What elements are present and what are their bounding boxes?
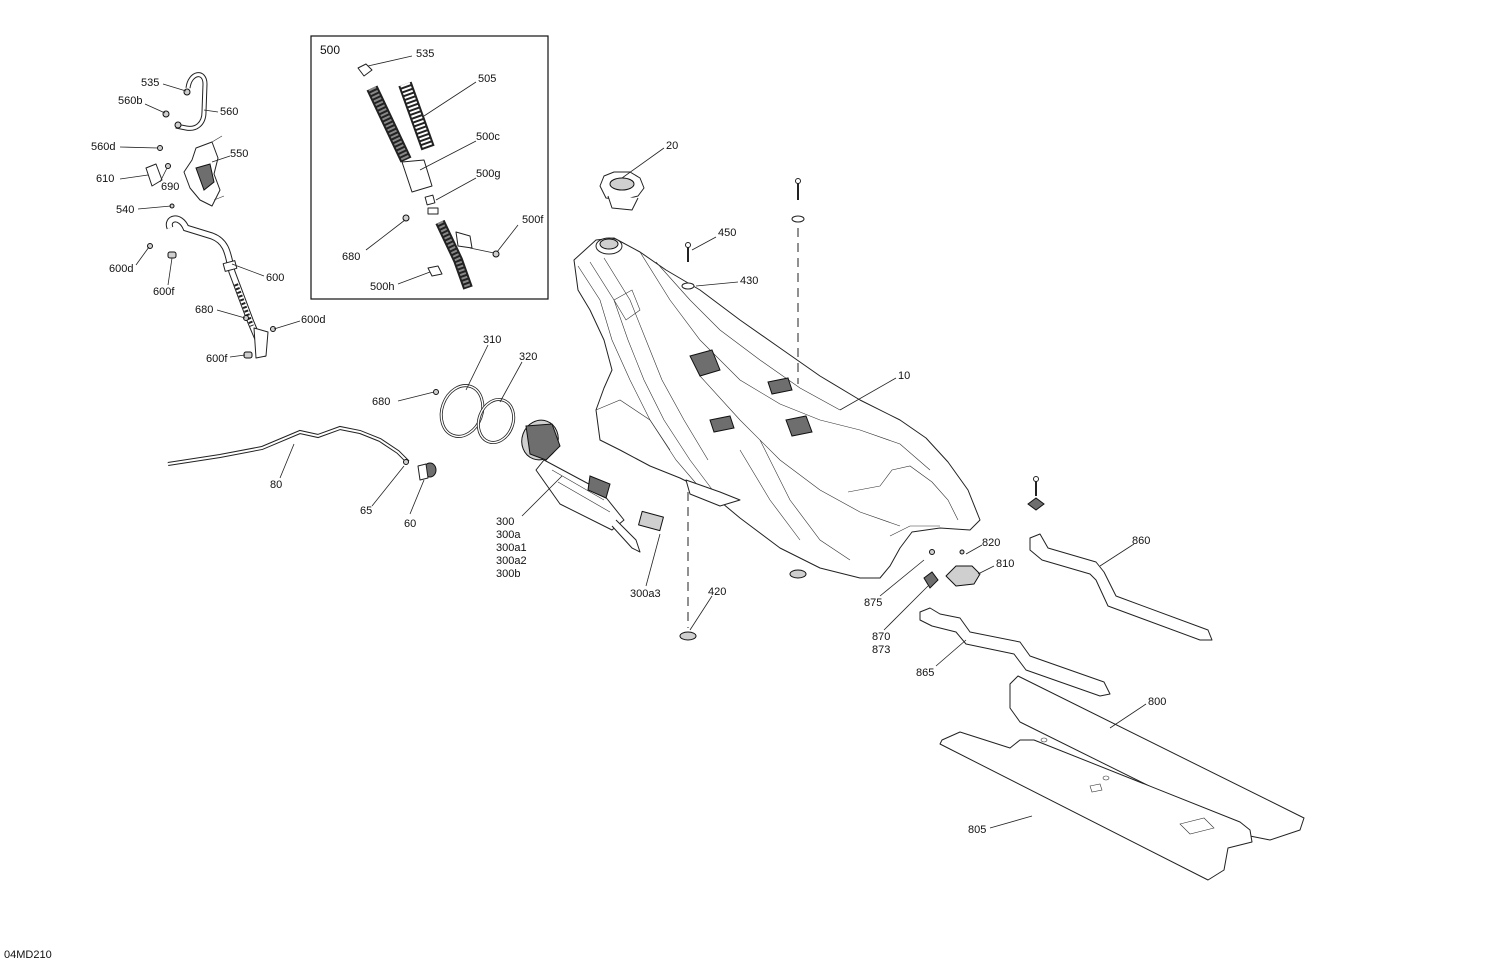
fuel-line-80 — [167, 425, 410, 466]
callout-300a1: 300a1 — [496, 542, 527, 554]
vent-leaders — [119, 83, 301, 358]
callout-300: 300 — [496, 516, 514, 528]
callout-65: 65 — [360, 505, 372, 517]
screw-680-inset — [402, 214, 410, 222]
callout-860: 860 — [1132, 535, 1150, 547]
callout-310: 310 — [483, 334, 501, 346]
strap-865 — [919, 607, 1111, 697]
screw-820 — [959, 549, 965, 555]
callout-810: 810 — [996, 558, 1014, 570]
clamp-500f — [492, 250, 500, 258]
fuel-tank-10 — [573, 237, 981, 579]
callout-870: 870 — [872, 631, 890, 643]
seal-320 — [476, 398, 516, 444]
fastener-450 — [681, 242, 695, 290]
clamp-65 — [403, 459, 409, 465]
callout-500h: 500h — [370, 281, 394, 293]
vent-callouts: 535 560b 560 560d 550 610 690 540 600d 6… — [91, 77, 325, 365]
nut-535 — [357, 63, 373, 77]
callout-540: 540 — [116, 204, 134, 216]
bracket-810 — [945, 565, 981, 587]
callout-550: 550 — [230, 148, 248, 160]
callout-535-inset: 535 — [416, 48, 434, 60]
fuel-cap-20 — [599, 171, 645, 211]
callout-865: 865 — [916, 667, 934, 679]
callout-300a2: 300a2 — [496, 555, 527, 567]
callout-10: 10 — [898, 370, 910, 382]
callout-680-pump: 680 — [372, 396, 390, 408]
clamp-560b — [162, 110, 170, 118]
connector-60 — [417, 462, 437, 481]
screw-875 — [929, 549, 935, 555]
callout-600: 600 — [266, 272, 284, 284]
lock-ring-310 — [439, 384, 485, 438]
callout-300b: 300b — [496, 568, 520, 580]
screw-680 — [243, 315, 249, 321]
callout-560b: 560b — [118, 95, 142, 107]
screw-690 — [165, 163, 171, 169]
callout-320: 320 — [519, 351, 537, 363]
drawing-code: 04MD210 — [4, 949, 52, 961]
clip-600f-b — [243, 351, 253, 359]
inset-frame — [310, 35, 549, 300]
callout-300a: 300a — [496, 529, 521, 541]
clamp-600d-b — [270, 326, 276, 332]
bracket-leaders — [879, 543, 1135, 667]
clamp-560d — [157, 145, 163, 151]
callout-600f: 600f — [153, 286, 175, 298]
callout-560: 560 — [220, 106, 238, 118]
callout-80: 80 — [270, 479, 282, 491]
callout-600d: 600d — [109, 263, 133, 275]
callout-505: 505 — [478, 73, 496, 85]
shield-800 — [1009, 675, 1305, 841]
callout-500f: 500f — [522, 214, 544, 226]
grommet-right — [789, 569, 807, 579]
callout-873: 873 — [872, 644, 890, 656]
callout-610: 610 — [96, 173, 114, 185]
washer-430 — [681, 282, 695, 290]
fastener-right — [791, 178, 805, 223]
shield-805 — [939, 731, 1253, 881]
vent-hose-assembly — [145, 72, 276, 359]
callout-20: 20 — [666, 140, 678, 152]
callout-805: 805 — [968, 824, 986, 836]
callout-820: 820 — [982, 537, 1000, 549]
screw-680-pump — [433, 389, 439, 395]
spring-505 — [398, 81, 435, 151]
bracket-610 — [145, 163, 163, 187]
callout-535: 535 — [141, 77, 159, 89]
callout-420: 420 — [708, 586, 726, 598]
callout-450: 450 — [718, 227, 736, 239]
retainer-860-fastener — [1027, 476, 1045, 511]
callout-680-inset: 680 — [342, 251, 360, 263]
clip-600f — [167, 251, 177, 259]
callout-690: 690 — [161, 181, 179, 193]
callout-800: 800 — [1148, 696, 1166, 708]
hose-500h — [402, 214, 500, 290]
callout-300a3: 300a3 — [630, 588, 661, 600]
callout-680: 680 — [195, 304, 213, 316]
grommet-420 — [679, 631, 697, 641]
sensor-300a3 — [638, 510, 664, 532]
callout-60: 60 — [404, 518, 416, 530]
filter-500c — [366, 85, 439, 215]
strap-860 — [1029, 533, 1213, 641]
callout-560d: 560d — [91, 141, 115, 153]
pump-leaders — [397, 344, 661, 587]
inset-500: 500 535 — [310, 35, 549, 300]
clip-870 — [923, 571, 939, 589]
callout-600d-b: 600d — [301, 314, 325, 326]
clamp-535 — [183, 88, 191, 96]
tank-leaders — [621, 147, 897, 631]
clip-500h — [427, 265, 443, 277]
callout-500g: 500g — [476, 168, 500, 180]
callout-430: 430 — [740, 275, 758, 287]
inset-title: 500 — [320, 43, 340, 57]
callout-875: 875 — [864, 597, 882, 609]
callout-500c: 500c — [476, 131, 500, 143]
callout-600f-b: 600f — [206, 353, 228, 365]
fuel-pump-300 — [521, 419, 664, 553]
